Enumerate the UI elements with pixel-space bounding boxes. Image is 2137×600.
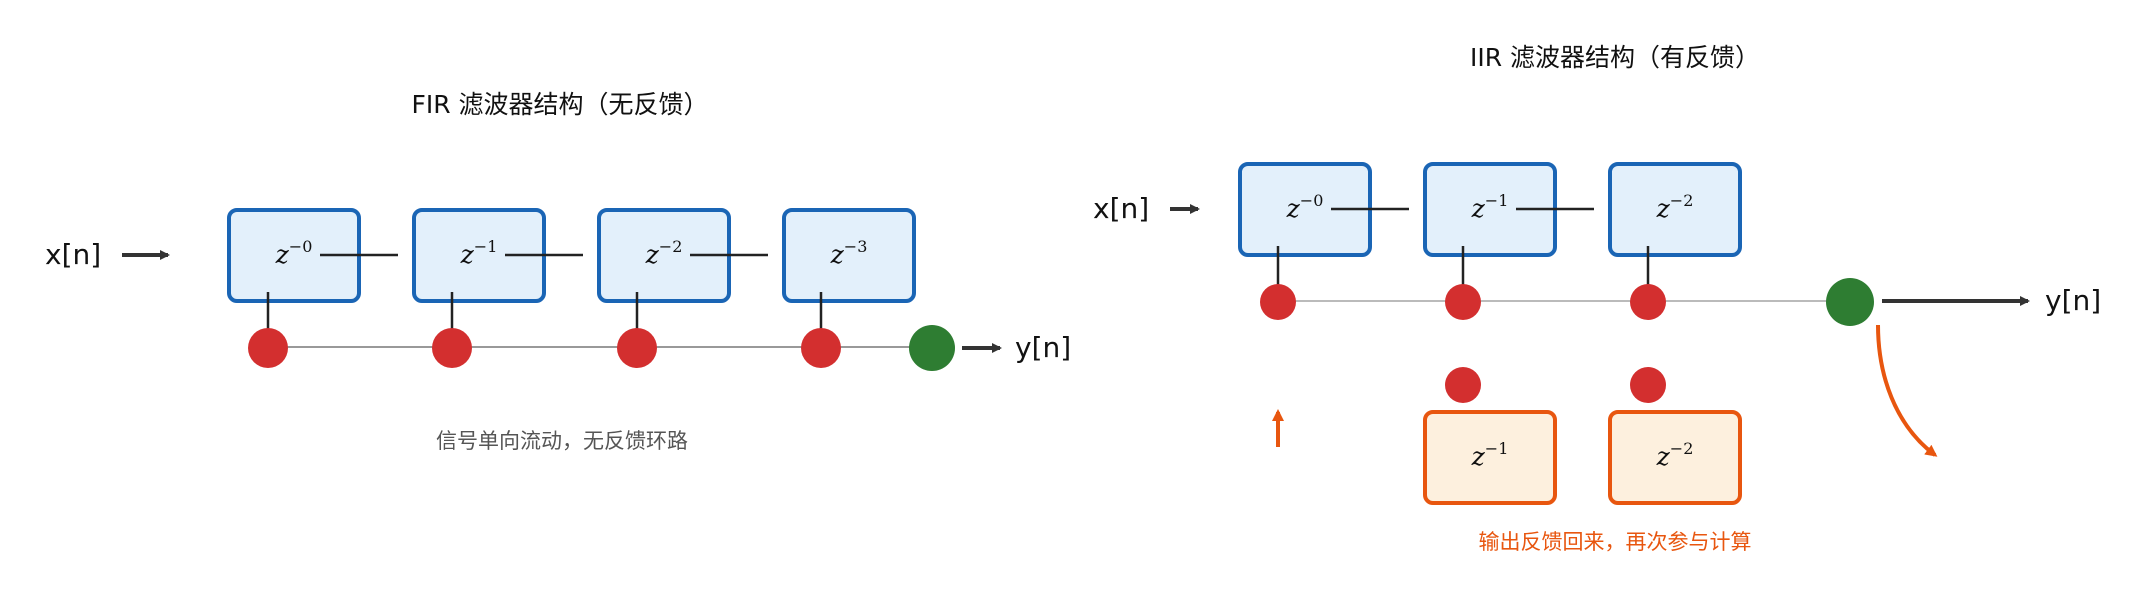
fir-tap-node-3 bbox=[801, 328, 841, 368]
iir-title: IIR 滤波器结构（有反馈） bbox=[1470, 43, 1760, 72]
iir-forward-delay-block-1: z−1 bbox=[1423, 162, 1594, 290]
svg-text:z−2: z−2 bbox=[645, 237, 683, 269]
svg-text:z−2: z−2 bbox=[1656, 439, 1694, 471]
iir-fwd-delay-0-base: z bbox=[1286, 194, 1301, 223]
iir-fb-delay-2-base: z bbox=[1656, 442, 1671, 471]
fir-sum-node bbox=[909, 325, 955, 371]
svg-text:z−1: z−1 bbox=[460, 237, 498, 269]
fir-delay-1-base: z bbox=[460, 240, 475, 269]
iir-forward-delay-block-0: z−0 bbox=[1238, 162, 1409, 290]
iir-feedback-node-2 bbox=[1630, 367, 1666, 403]
iir-fwd-delay-1-exp: −1 bbox=[1485, 191, 1509, 210]
fir-caption: 信号单向流动，无反馈环路 bbox=[436, 429, 688, 453]
iir-fb-delay-1-exp: −1 bbox=[1485, 439, 1509, 458]
svg-text:z−2: z−2 bbox=[1656, 191, 1694, 223]
fir-title: FIR 滤波器结构（无反馈） bbox=[411, 90, 708, 119]
iir-fb-delay-1-base: z bbox=[1471, 442, 1486, 471]
iir-fwd-delay-1-base: z bbox=[1471, 194, 1486, 223]
iir-feedback-delay-block-2: z−2 bbox=[1608, 410, 1742, 505]
fir-delay-0-exp: −0 bbox=[289, 237, 313, 256]
iir-fb-delay-2-exp: −2 bbox=[1670, 439, 1694, 458]
iir-caption: 输出反馈回来，再次参与计算 bbox=[1479, 530, 1752, 554]
fir-delay-block-3: z−3 bbox=[782, 208, 916, 336]
iir-feedback-node-1 bbox=[1445, 367, 1481, 403]
fir-output-label: y[n] bbox=[1015, 331, 1071, 364]
fir-delay-3-base: z bbox=[830, 240, 845, 269]
iir-fwd-delay-0-exp: −0 bbox=[1300, 191, 1324, 210]
fir-delay-block-1: z−1 bbox=[412, 208, 583, 336]
fir-tap-node-0 bbox=[248, 328, 288, 368]
fir-delay-block-2: z−2 bbox=[597, 208, 768, 336]
fir-delay-3-exp: −3 bbox=[844, 237, 868, 256]
fir-delay-2-exp: −2 bbox=[659, 237, 683, 256]
iir-fwd-delay-2-base: z bbox=[1656, 194, 1671, 223]
fir-delay-1-exp: −1 bbox=[474, 237, 498, 256]
iir-panel: IIR 滤波器结构（有反馈） x[n] z−0 z−1 z−2 bbox=[1093, 43, 2101, 554]
iir-sum-node bbox=[1826, 278, 1874, 326]
iir-tap-node-2 bbox=[1630, 284, 1666, 320]
iir-output-label: y[n] bbox=[2045, 284, 2101, 317]
iir-input-label: x[n] bbox=[1093, 192, 1149, 225]
fir-tap-node-1 bbox=[432, 328, 472, 368]
fir-input-label: x[n] bbox=[45, 238, 101, 271]
fir-delay-2-base: z bbox=[645, 240, 660, 269]
iir-tap-node-0 bbox=[1260, 284, 1296, 320]
iir-feedback-arrow bbox=[1876, 324, 1938, 457]
iir-tap-node-1 bbox=[1445, 284, 1481, 320]
iir-fwd-delay-2-exp: −2 bbox=[1670, 191, 1694, 210]
svg-text:z−1: z−1 bbox=[1471, 439, 1509, 471]
svg-text:z−0: z−0 bbox=[1286, 191, 1324, 223]
svg-text:z−0: z−0 bbox=[275, 237, 313, 269]
fir-tap-node-2 bbox=[617, 328, 657, 368]
iir-feedback-delay-block-1: z−1 bbox=[1423, 410, 1557, 505]
fir-delay-0-base: z bbox=[275, 240, 290, 269]
fir-panel: FIR 滤波器结构（无反馈） x[n] z−0 z−1 z−2 bbox=[45, 90, 1071, 453]
svg-text:z−1: z−1 bbox=[1471, 191, 1509, 223]
iir-forward-delay-block-2: z−2 bbox=[1608, 162, 1742, 290]
fir-delay-block-0: z−0 bbox=[227, 208, 398, 336]
svg-text:z−3: z−3 bbox=[830, 237, 868, 269]
